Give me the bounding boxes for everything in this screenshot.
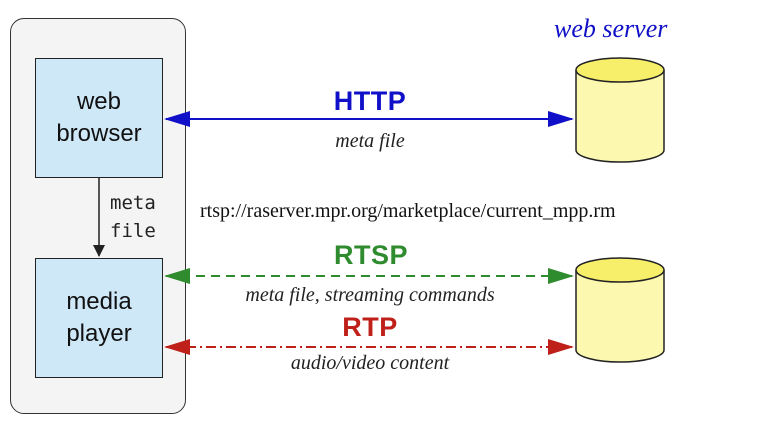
rtsp-description: meta file, streaming commands (245, 284, 495, 306)
web-browser-box: web browser (35, 58, 163, 178)
media-player-box: media player (35, 258, 163, 378)
rtp-label: RTP (342, 312, 398, 342)
web-server-title: web server (554, 14, 668, 43)
meta-label: meta (110, 192, 156, 214)
web-server-cylinder (575, 57, 665, 163)
http-description: meta file (335, 130, 405, 152)
rtp-description: audio/video content (290, 352, 450, 374)
rtsp-label: RTSP (333, 240, 408, 270)
rtsp-url: rtsp://raserver.mpr.org/marketplace/curr… (200, 200, 616, 222)
file-label: file (110, 220, 156, 242)
media-server-cylinder (575, 257, 665, 363)
